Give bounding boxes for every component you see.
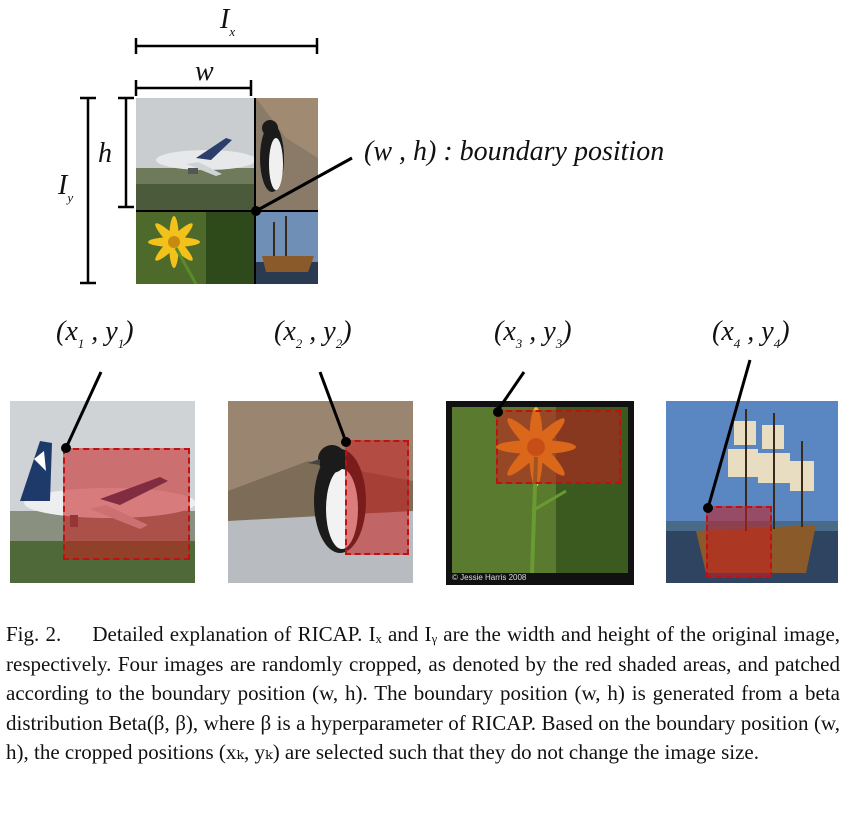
iy-dimension-bar [80,96,96,285]
figure-overlay [80,38,319,285]
crop-region-2 [345,440,409,555]
crop-label-2: (x2 , y2) [274,316,352,351]
mosaic-boundary [136,98,353,284]
crop-pointers [61,359,752,513]
caption-text: Detailed explanation of RICAP. Iₓ and Iᵧ… [6,622,841,764]
photo-credit: © Jessie Harris 2008 [452,573,527,582]
iy-label: Iy [58,170,74,205]
h-dimension-bar [118,96,134,209]
crop-label-3: (x3 , y3) [494,316,572,351]
crop-label-4: (x4 , y4) [712,316,790,351]
crop-region-3 [496,410,621,484]
w-label: w [195,56,214,87]
w-dimension-bar [134,80,253,96]
mosaic-patch-airplane [136,98,254,210]
h-label: h [98,138,112,169]
boundary-position-label: (w , h) : boundary position [364,136,665,167]
mosaic-patch-flower [136,212,254,284]
ix-label: Ix [220,4,236,39]
mosaic-patch-penguin [256,98,318,210]
figure-caption: Fig. 2. Detailed explanation of RICAP. I… [6,620,840,768]
crop-region-1 [63,448,190,560]
ix-dimension-bar [134,38,319,54]
mosaic-patch-ship [256,212,318,284]
crop-label-1: (x1 , y1) [56,316,134,351]
caption-lead: Fig. 2. [6,622,62,646]
crop-region-4 [706,506,772,578]
